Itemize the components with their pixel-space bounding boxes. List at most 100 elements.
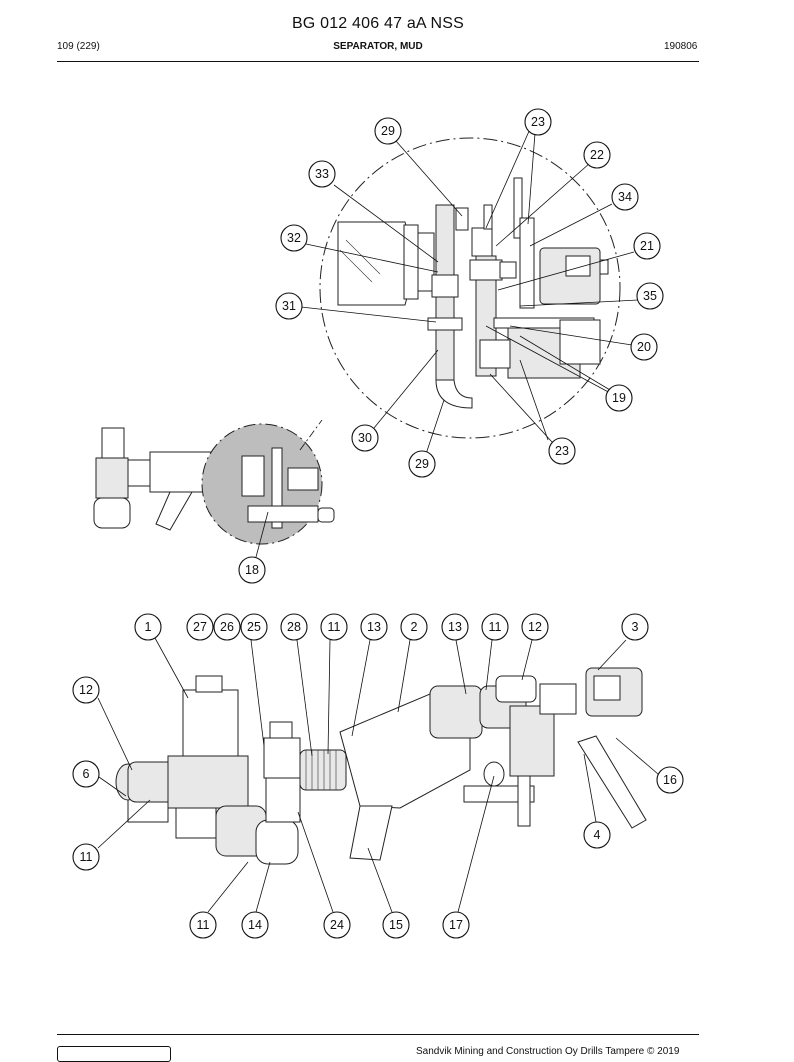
main-valve-body [167,755,249,809]
callout-label: 11 [328,620,341,634]
callout-label: 11 [80,850,93,864]
callout-label: 11 [197,918,210,932]
callout-label: 25 [247,620,261,634]
main-assembly [115,667,647,865]
callout: 19 [605,384,633,412]
detail-elbow [435,379,473,409]
callout-label: 2 [411,620,418,634]
callout: 11 [72,843,100,871]
callout: 29 [374,117,402,145]
callout-label: 20 [637,340,651,354]
callout-label: 27 [193,620,207,634]
callout-label: 30 [358,431,372,445]
callout-label: 23 [531,115,545,129]
callout: 2 [400,613,428,641]
detail-boundary [319,137,621,439]
section-title: SEPARATOR, MUD [333,41,423,52]
callout: 31 [275,292,303,320]
main-pressure-regulator [182,689,239,761]
brand-logo [57,1046,171,1062]
callout: 6 [72,760,100,788]
callout: 12 [521,613,549,641]
callout: 17 [442,911,470,939]
callout: 11 [481,613,509,641]
callout: 28 [280,613,308,641]
callout-label: 19 [612,391,626,405]
detail-view [319,137,621,439]
callout-label: 34 [618,190,632,204]
document-title: BG 012 406 47 aA NSS [291,15,465,32]
callout: 26 [213,613,241,641]
callout: 20 [630,333,658,361]
callout-label: 29 [381,124,395,138]
main-nipple [299,749,347,791]
main-drain [349,805,393,861]
callout: 1 [134,613,162,641]
callout: 16 [656,766,684,794]
detail-pipe-left [435,204,455,332]
callout-label: 14 [248,918,262,932]
page-number: 109 (229) [57,41,100,52]
callout-label: 32 [287,231,301,245]
callout: 22 [583,141,611,169]
detail-valve [469,259,503,281]
callout-label: 13 [367,620,381,634]
callout-label: 15 [389,918,403,932]
callout: 12 [72,676,100,704]
callout-label: 1 [145,620,152,634]
overview-valve-top [101,427,125,459]
footer-rule [57,1034,699,1035]
callout-label: 12 [79,683,93,697]
callout: 29 [408,450,436,478]
overview-view [93,423,335,545]
callout: 35 [636,282,664,310]
main-bracket-right [463,785,535,803]
copyright-text: Sandvik Mining and Construction Oy Drill… [416,1046,680,1057]
callout-label: 28 [287,620,301,634]
callout: 13 [441,613,469,641]
callout: 33 [308,160,336,188]
callout: 14 [241,911,269,939]
main-manifold [509,705,555,777]
callout: 25 [240,613,268,641]
callout-label: 16 [663,773,677,787]
callout-label: 31 [282,299,296,313]
main-handle [577,735,647,829]
callout-label: 23 [555,444,569,458]
callout: 27 [186,613,214,641]
callout: 13 [360,613,388,641]
detail-nut-2 [417,232,435,292]
callout-label: 21 [640,239,654,253]
detail-nut [403,224,419,300]
callout: 18 [238,556,266,584]
callout-label: 29 [415,457,429,471]
callout: 23 [524,108,552,136]
callout: 4 [583,821,611,849]
callout-label: 35 [643,289,657,303]
callout-label: 13 [448,620,462,634]
callout-label: 12 [528,620,542,634]
callout: 34 [611,183,639,211]
callout-label: 26 [220,620,234,634]
callout: 11 [320,613,348,641]
callout-label: 22 [590,148,604,162]
callout: 24 [323,911,351,939]
callout: 32 [280,224,308,252]
callout-label: 33 [315,167,329,181]
callout-label: 6 [83,767,90,781]
callout: 15 [382,911,410,939]
callout-label: 18 [245,563,259,577]
leader-lines [97,128,659,913]
callout: 23 [548,437,576,465]
callout-label: 24 [330,918,344,932]
callout: 3 [621,613,649,641]
callout-label: 17 [449,918,463,932]
date-code: 190806 [664,41,698,52]
callout: 11 [189,911,217,939]
callout-label: 3 [632,620,639,634]
callout: 30 [351,424,379,452]
callout: 21 [633,232,661,260]
header-rule [57,61,699,62]
callout-label: 4 [594,828,601,842]
